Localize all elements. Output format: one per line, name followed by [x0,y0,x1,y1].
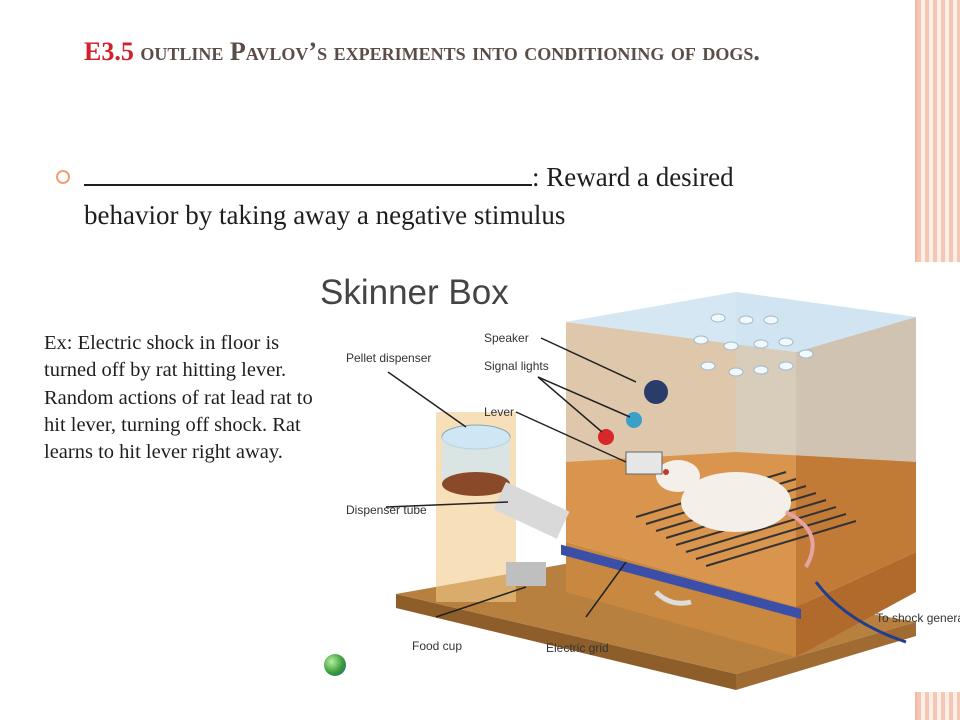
fill-in-blank [84,162,532,186]
label-signal-lights: Signal lights [484,359,549,373]
skinner-box-illustration: Skinner Box [316,262,960,692]
bullet-text: : Reward a desired behavior by taking aw… [84,162,734,230]
skinner-box-figure: Skinner Box [316,262,960,692]
label-shock-generator: To shock generator [876,611,960,625]
figure-title: Skinner Box [320,273,509,312]
example-text: Ex: Electric shock in floor is turned of… [44,332,313,464]
bullet-item: : Reward a desired behavior by taking aw… [56,158,816,234]
label-dispenser-tube: Dispenser tube [346,503,427,517]
label-speaker: Speaker [484,331,529,345]
label-food-cup: Food cup [412,639,462,653]
title-code: E3.5 [84,37,134,66]
label-electric-grid: Electric grid [546,641,609,655]
label-lever: Lever [484,405,514,419]
bullet-circle-icon [56,170,70,184]
title-text: outline Pavlov’s experiments into condit… [140,37,760,66]
slide-title: E3.5 outline Pavlov’s experiments into c… [84,28,844,76]
globe-icon [324,654,346,676]
label-pellet-dispenser: Pellet dispenser [346,351,431,365]
